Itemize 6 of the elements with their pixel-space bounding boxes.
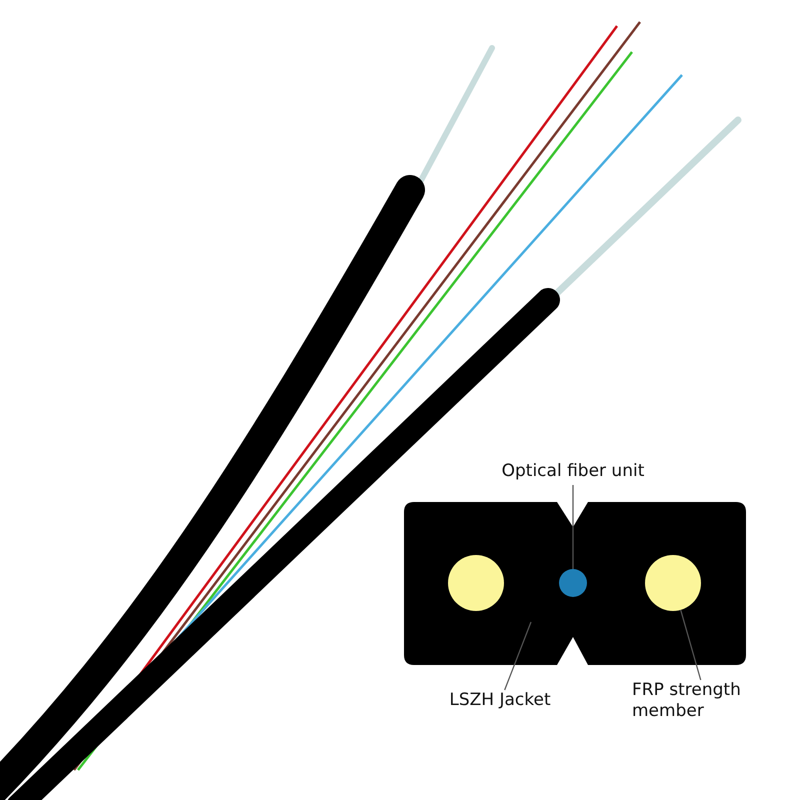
callout-label: LSZH Jacket (420, 690, 580, 714)
leader-line (680, 610, 702, 680)
leader-line (572, 485, 574, 569)
leader-line (504, 622, 532, 690)
callout-label: Optical fiber unit (473, 461, 673, 485)
callout-label: FRP strength member (632, 680, 782, 724)
